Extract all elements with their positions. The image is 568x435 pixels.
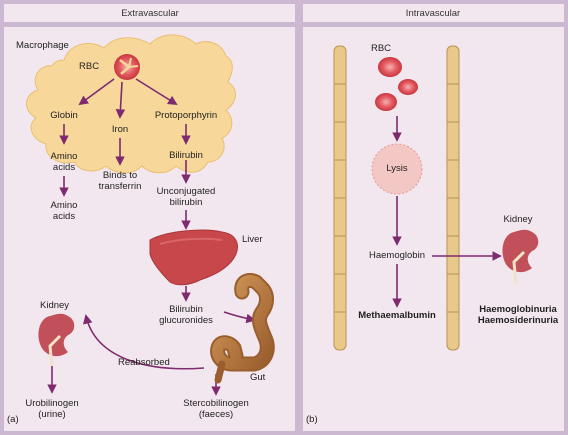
haemoglobinuria-label: Haemoglobinuria bbox=[479, 304, 557, 315]
macrophage-label: Macrophage bbox=[16, 40, 69, 51]
haemosiderinuria-label: Haemosiderinuria bbox=[477, 315, 559, 326]
iron-label: Iron bbox=[111, 124, 129, 135]
vessel-wall-left bbox=[333, 45, 347, 351]
amino-acids-inside-label-1: Amino bbox=[50, 151, 78, 162]
right-arrows bbox=[392, 116, 502, 308]
methaemalbumin-label: Methaemalbumin bbox=[358, 310, 436, 321]
left-arrows bbox=[47, 78, 256, 396]
stercobilinogen-label-1: Stercobilinogen bbox=[183, 398, 249, 409]
right-header-bar bbox=[303, 4, 564, 22]
urobilinogen-label-1: Urobilinogen bbox=[25, 398, 79, 409]
liver-highlight bbox=[159, 237, 223, 245]
left-header-bar bbox=[4, 4, 295, 22]
panel-header-intravascular: Intravascular bbox=[405, 8, 461, 19]
panel-header-extravascular: Extravascular bbox=[121, 8, 179, 19]
protoporphyrin-label: Protoporphyrin bbox=[154, 110, 218, 121]
glucuronides-label-1: Bilirubin bbox=[169, 304, 203, 315]
unconjugated-label-1: Unconjugated bbox=[156, 186, 216, 197]
binds-transferrin-label-1: Binds to bbox=[102, 170, 138, 181]
rbc-cells-icon bbox=[375, 57, 418, 111]
glucuronides-label-2: glucuronides bbox=[159, 315, 213, 326]
panel-tag-a: (a) bbox=[7, 414, 19, 425]
amino-acids-inside-label-2: acids bbox=[52, 162, 76, 173]
gut-organ bbox=[210, 273, 275, 384]
rbc-label: RBC bbox=[79, 61, 100, 72]
amino-acids-out-label-1: Amino bbox=[50, 200, 78, 211]
globin-label: Globin bbox=[50, 110, 78, 121]
gut-label: Gut bbox=[250, 372, 266, 383]
rbc-fragment-icon bbox=[114, 54, 140, 80]
stercobilinogen-label-2: (faeces) bbox=[198, 409, 234, 420]
binds-transferrin-label-2: transferrin bbox=[98, 181, 142, 192]
rbc-label-right: RBC bbox=[370, 43, 392, 54]
amino-acids-out-label-2: acids bbox=[52, 211, 76, 222]
vessel-wall-right bbox=[446, 45, 460, 351]
kidney-organ-left bbox=[38, 313, 75, 367]
lysis-cell bbox=[371, 143, 423, 195]
kidney-organ-right bbox=[502, 229, 539, 285]
liver-organ bbox=[149, 229, 238, 286]
haemoglobin-label: Haemoglobin bbox=[369, 250, 425, 261]
liver-label: Liver bbox=[242, 234, 263, 245]
panel-tag-b: (b) bbox=[306, 414, 318, 425]
kidney-label-right: Kidney bbox=[503, 214, 533, 225]
unconjugated-label-2: bilirubin bbox=[169, 197, 203, 208]
kidney-label-left: Kidney bbox=[40, 300, 70, 311]
reabsorbed-label: Reabsorbed bbox=[118, 357, 170, 368]
urobilinogen-label-2: (urine) bbox=[38, 409, 66, 420]
bilirubin-label: Bilirubin bbox=[169, 150, 203, 161]
lysis-label: Lysis bbox=[386, 163, 408, 174]
